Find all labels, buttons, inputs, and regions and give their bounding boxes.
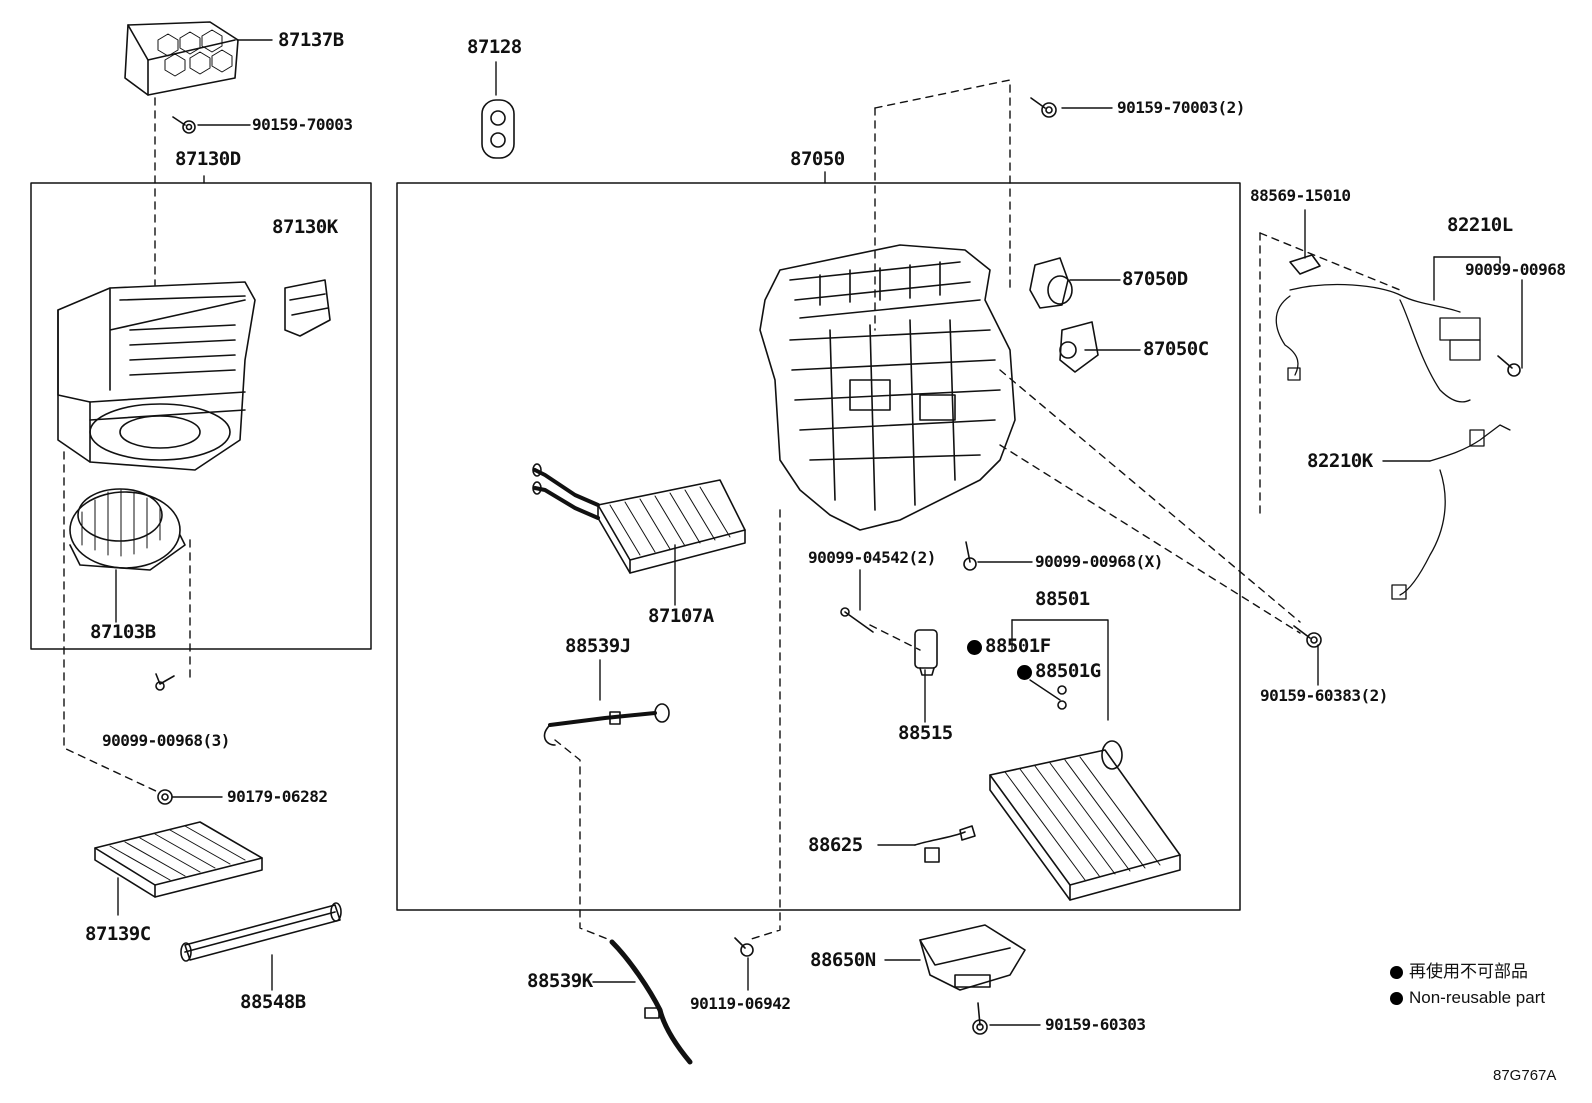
label-82210k: 82210K [1307,450,1373,472]
label-90099-00968-x: 90099-00968(X) [1035,552,1163,571]
part-87050c-servo [1059,321,1099,373]
part-88515-sensor [914,629,938,676]
label-90159-70003: 90159-70003 [252,115,353,134]
label-88650n: 88650N [810,949,876,971]
part-87130d-blower-case [57,281,256,471]
part-88501-orings [1057,685,1067,710]
part-87050d-servo [1029,257,1073,309]
part-88548b-duct [180,902,342,962]
group-box-87130d [30,182,372,650]
legend-line-english: Non-reusable part [1390,989,1545,1006]
part-88539j-hose [543,703,670,746]
legend-line-japanese: 再使用不可部品 [1390,963,1528,980]
label-87139c: 87139C [85,923,151,945]
figure-id: 87G767A [1493,1067,1557,1084]
group-box-87050 [396,182,1241,911]
label-88501g: 88501G [1035,660,1101,682]
part-88650n-amplifier [919,924,1026,991]
label-90119-06942: 90119-06942 [690,994,791,1013]
legend-text-japanese: 再使用不可部品 [1409,962,1528,981]
label-90159-70003-2: 90159-70003(2) [1117,98,1245,117]
label-88515: 88515 [898,722,953,744]
label-90099-00968-3: 90099-00968(3) [102,731,230,750]
label-87103b: 87103B [90,621,156,643]
non-reusable-dot-88501g [1017,665,1032,680]
label-87128: 87128 [467,36,522,58]
label-90099-00968: 90099-00968 [1465,260,1566,279]
part-87107a-heater-core [532,463,746,574]
part-87103b-blower-motor [69,488,186,571]
label-90159-60383-2: 90159-60383(2) [1260,686,1388,705]
label-88539j: 88539J [565,635,631,657]
label-88625: 88625 [808,834,863,856]
label-88501f: 88501F [985,635,1051,657]
label-90099-04542-2: 90099-04542(2) [808,548,936,567]
non-reusable-dot-icon [1390,966,1403,980]
screw-icons [155,97,1521,1035]
part-88539k-hose [609,939,693,1065]
part-87139c-filter [94,821,263,898]
label-87130k: 87130K [272,216,338,238]
part-88501-evaporator [989,740,1181,901]
label-90179-06282: 90179-06282 [227,787,328,806]
part-87128-grommet [481,99,515,159]
legend-text-english: Non-reusable part [1409,988,1546,1007]
part-87137b-frame [124,21,239,96]
part-82210l-harness [1275,283,1481,403]
label-88569-15010: 88569-15010 [1250,186,1351,205]
label-88539k: 88539K [527,970,593,992]
solid-leaders [115,39,1523,1026]
label-87137b: 87137B [278,29,344,51]
label-88501: 88501 [1035,588,1090,610]
dashed-leaders [63,79,1401,941]
label-87050: 87050 [790,148,845,170]
part-82210k-harness [1391,424,1511,600]
label-87050c: 87050C [1143,338,1209,360]
part-87130k-resistor [284,279,331,337]
label-87050d: 87050D [1122,268,1188,290]
part-88625-thermistor [914,825,976,863]
part-87050-hvac-unit [759,244,1016,531]
label-82210l: 82210L [1447,214,1513,236]
label-90159-60303: 90159-60303 [1045,1015,1146,1034]
non-reusable-dot-icon [1390,992,1403,1006]
label-88548b: 88548B [240,991,306,1013]
label-87130d: 87130D [175,148,241,170]
label-87107a: 87107A [648,605,714,627]
non-reusable-dot-88501f [967,640,982,655]
part-88569-connector [1289,254,1321,275]
